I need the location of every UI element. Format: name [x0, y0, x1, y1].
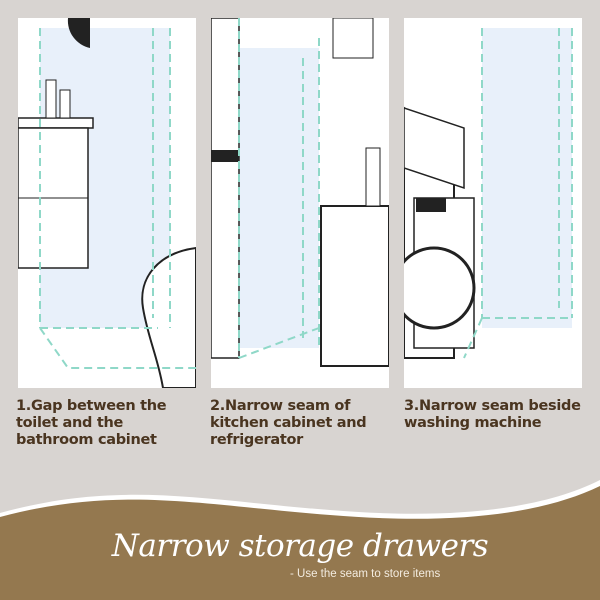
banner-subtitle: - Use the seam to store items [290, 568, 441, 580]
panel-kitchen-illustration [211, 18, 389, 388]
bathroom-illustration [18, 18, 196, 388]
kitchen-illustration [211, 18, 389, 367]
caption-kitchen: 2.Narrow seam of kitchen cabinet and ref… [210, 398, 367, 448]
caption-washer: 3.Narrow seam beside washing machine [404, 398, 581, 431]
panel-bathroom-illustration [18, 18, 196, 388]
washer-illustration [404, 28, 573, 359]
banner-wave [0, 480, 600, 600]
caption-bathroom: 1.Gap between the toilet and the bathroo… [16, 398, 167, 448]
panel-washer-illustration [404, 18, 582, 388]
banner-title: Narrow storage drawers [111, 528, 489, 564]
